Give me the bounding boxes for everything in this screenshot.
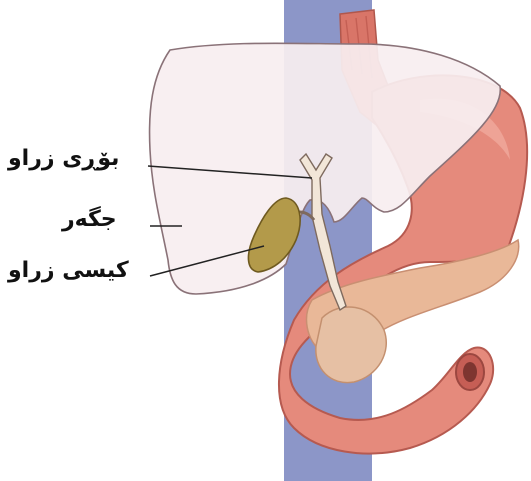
label-gallbladder: کیسی زراو	[8, 258, 129, 283]
duodenum-opening-inner	[463, 362, 477, 382]
label-liver: جگەر	[62, 207, 117, 232]
pancreas-head	[316, 307, 386, 383]
label-bile-duct: بۆڕی زراو	[8, 146, 119, 171]
